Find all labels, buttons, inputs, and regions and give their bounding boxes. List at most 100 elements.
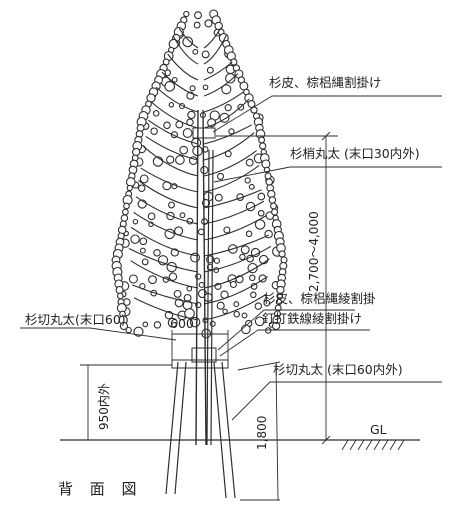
leaf-cluster: [125, 177, 136, 187]
height-dimension: [216, 131, 338, 445]
branch: [167, 53, 199, 81]
leaf-cluster: [265, 178, 273, 186]
label-nail-wire: 釘打鉄線綾割掛け: [262, 311, 363, 326]
leaf-cluster: [198, 281, 205, 288]
leaf-cluster: [276, 292, 284, 300]
leaf-cluster: [137, 184, 146, 192]
branch: [128, 248, 199, 273]
branch: [203, 73, 239, 97]
leaf-cluster: [259, 142, 267, 150]
leaf-cluster: [271, 208, 279, 216]
leaf-cluster: [148, 275, 157, 285]
label-sugi-bark-mid: 杉皮、棕梠縄綾割掛: [263, 291, 376, 306]
leaf-cluster: [182, 36, 194, 48]
ground-hatch: [341, 439, 405, 451]
leaf-cluster: [206, 66, 214, 74]
leaf-cluster: [132, 218, 139, 225]
leaf-cluster: [254, 302, 263, 310]
branch: [133, 211, 199, 241]
leaf-cluster: [147, 212, 156, 221]
leaf-cluster: [241, 312, 248, 319]
branch: [130, 226, 199, 257]
width-dimension: [171, 330, 229, 360]
leaf-cluster: [132, 147, 141, 157]
leaf-cluster: [202, 84, 209, 91]
leaf-cluster: [197, 228, 205, 236]
branch: [161, 71, 199, 97]
leaf-cluster: [230, 58, 238, 66]
leaf-cluster: [244, 177, 251, 184]
left-height-dimension: [80, 364, 172, 440]
leaf-cluster: [233, 310, 240, 318]
branch: [132, 284, 199, 305]
leaf-cluster: [264, 172, 272, 180]
leaf-cluster: [173, 289, 182, 298]
leaf-cluster: [189, 85, 196, 92]
leaf-cluster: [153, 249, 161, 257]
log-length-dimension: [237, 361, 281, 501]
branch: [133, 297, 199, 321]
tree-branches: [128, 27, 272, 321]
leader-lines: [20, 95, 442, 421]
branch: [147, 119, 199, 145]
leaf-cluster: [126, 184, 133, 192]
leaf-cluster: [278, 250, 286, 258]
right-log: [213, 361, 236, 499]
leaf-cluster: [115, 285, 124, 295]
center-pole: [206, 149, 214, 446]
branch: [138, 180, 199, 209]
leaf-cluster: [120, 214, 129, 222]
leaf-cluster: [192, 48, 199, 55]
label-height-range: 2,700〜4,000: [307, 211, 321, 292]
wrap-band-top: [192, 127, 216, 139]
branch: [203, 91, 245, 113]
leaf-cluster: [119, 321, 129, 331]
leaf-cluster: [153, 321, 162, 329]
leaf-cluster: [213, 257, 221, 264]
branch: [143, 145, 199, 177]
leaf-cluster: [263, 299, 271, 307]
leaf-cluster: [116, 292, 124, 300]
leaf-cluster: [229, 280, 237, 289]
leaf-cluster: [254, 316, 265, 327]
branch: [203, 293, 267, 321]
leaf-cluster: [249, 274, 256, 282]
leaf-cluster: [264, 327, 272, 334]
leaf-cluster: [240, 245, 250, 255]
branch: [203, 200, 265, 225]
leaf-cluster: [245, 158, 254, 167]
leaf-cluster: [225, 73, 236, 84]
leaf-cluster: [214, 21, 223, 31]
label-sugi-pole-top: 杉梢丸太 (末口30内外): [290, 146, 420, 161]
log-cross-band: [171, 359, 229, 369]
leaf-cluster: [175, 155, 185, 165]
leaf-cluster: [222, 308, 228, 315]
left-log: [165, 361, 187, 495]
tree-trunk: [195, 109, 207, 446]
leaf-cluster: [133, 326, 144, 337]
branch: [178, 28, 199, 49]
leaf-cluster: [209, 320, 216, 327]
branch: [203, 27, 222, 49]
label-length-1800: 1,800: [255, 415, 269, 450]
leaf-cluster: [152, 110, 160, 117]
leaf-cluster: [142, 321, 149, 328]
branch: [145, 135, 199, 161]
leaf-cluster: [201, 328, 212, 339]
label-sugi-bark-top: 杉皮、棕梠縄割掛け: [269, 75, 382, 90]
wrap-band-mid: [191, 347, 217, 363]
leaf-cluster: [221, 84, 232, 95]
leaf-cluster: [168, 102, 175, 108]
branch: [203, 34, 228, 65]
leaf-cluster: [270, 202, 277, 210]
leaf-cluster: [250, 291, 257, 299]
branch: [130, 260, 199, 289]
leaf-cluster: [214, 193, 223, 202]
leaf-cluster: [141, 258, 149, 266]
leaf-cluster: [168, 272, 178, 281]
leaf-cluster: [250, 247, 261, 258]
branch: [203, 215, 267, 241]
leaf-cluster: [201, 50, 210, 59]
branch: [203, 258, 270, 289]
branch: [135, 196, 199, 225]
